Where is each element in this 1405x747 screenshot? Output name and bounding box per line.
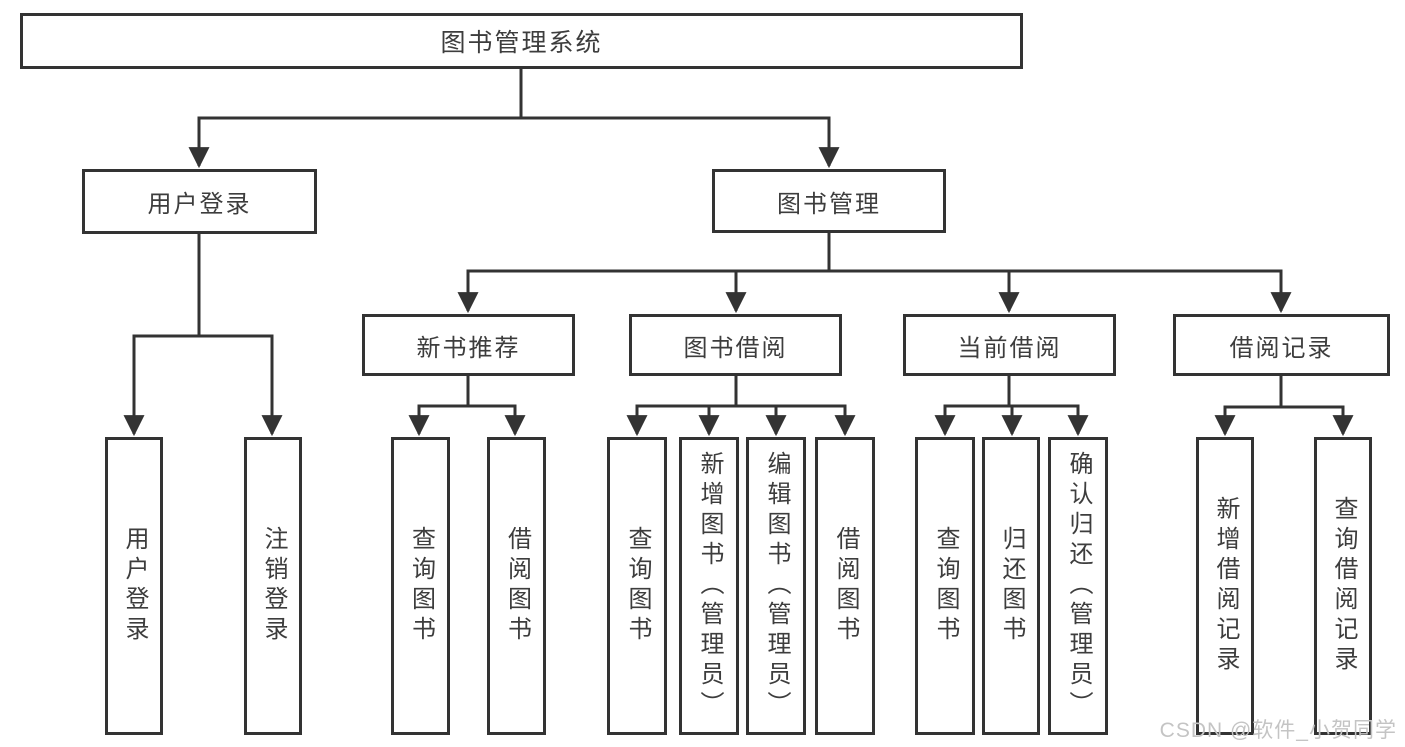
leaf-bb-edit-books-admin: 编辑图书（管理员） [746,437,806,735]
leaf-logout: 注销登录 [244,437,302,735]
leaf-cb-return-books: 归还图书 [982,437,1040,735]
node-book-borrowing: 图书借阅 [629,314,842,376]
node-new-book-recommendation: 新书推荐 [362,314,575,376]
node-root: 图书管理系统 [20,13,1023,69]
leaf-br-query-record: 查询借阅记录 [1314,437,1372,735]
leaf-user-login: 用户登录 [105,437,163,735]
leaf-br-add-record: 新增借阅记录 [1196,437,1254,735]
node-current-borrowing: 当前借阅 [903,314,1116,376]
csdn-watermark: CSDN @软件_小贺同学 [1159,719,1397,742]
leaf-cb-confirm-return-admin: 确认归还（管理员） [1048,437,1108,735]
leaf-rec-query-books: 查询图书 [391,437,450,735]
leaf-cb-query-books: 查询图书 [915,437,975,735]
leaf-bb-add-books-admin: 新增图书（管理员） [679,437,739,735]
leaf-rec-borrow-books: 借阅图书 [487,437,546,735]
node-borrowing-records: 借阅记录 [1173,314,1390,376]
node-book-management: 图书管理 [712,169,946,233]
node-user-login: 用户登录 [82,169,317,234]
leaf-bb-borrow-books: 借阅图书 [815,437,875,735]
leaf-bb-query-books: 查询图书 [607,437,667,735]
